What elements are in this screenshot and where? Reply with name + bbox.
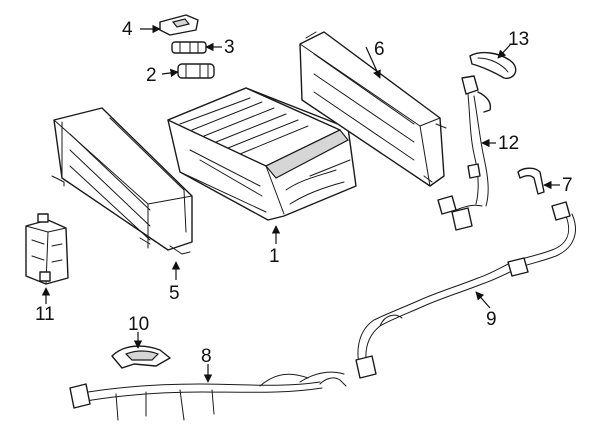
part-9-cable	[355, 201, 576, 379]
part-13-bracket	[469, 51, 517, 79]
part-1-battery-pack	[167, 87, 357, 221]
callout-5: 5	[169, 283, 180, 304]
leader-6	[365, 46, 381, 79]
part-4-cover	[159, 14, 199, 36]
part-12-wiring-harness	[437, 75, 492, 231]
callout-10: 10	[128, 314, 149, 335]
callout-6: 6	[374, 39, 385, 60]
callout-1: 1	[269, 246, 280, 267]
callout-2: 2	[146, 65, 157, 86]
leader-9	[475, 291, 491, 309]
leader-13	[497, 44, 511, 59]
callout-7: 7	[562, 175, 573, 196]
part-3-connector	[171, 41, 207, 54]
part-6-frame	[299, 31, 447, 187]
part-7-hose	[517, 167, 545, 195]
part-11-module	[25, 213, 69, 285]
leader-2	[161, 68, 179, 78]
callout-8: 8	[201, 346, 212, 367]
callout-13: 13	[508, 29, 529, 50]
part-2-fuse	[177, 63, 215, 79]
part-5-frame	[51, 107, 193, 255]
part-8-harness	[69, 371, 347, 421]
callout-3: 3	[224, 37, 235, 58]
callout-11: 11	[35, 304, 55, 325]
part-10-shield	[111, 345, 171, 369]
callout-12: 12	[498, 133, 519, 154]
callout-9: 9	[486, 309, 497, 330]
callout-4: 4	[122, 19, 133, 40]
